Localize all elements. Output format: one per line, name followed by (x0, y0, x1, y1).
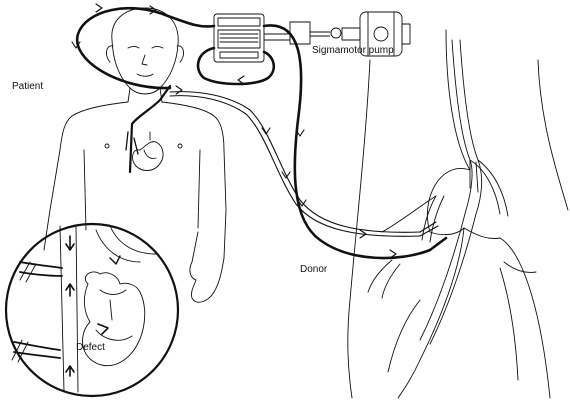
circuit-tubing (71, 3, 448, 260)
patient-label: Patient (12, 81, 44, 92)
sigmamotor-pump (213, 11, 411, 63)
donor-figure (347, 29, 569, 399)
patient-catheters (125, 84, 172, 174)
defect-label: Defect (76, 342, 105, 353)
heart-inset (4, 222, 180, 398)
donor-label: Donor (300, 264, 328, 275)
patient-figure (43, 7, 227, 303)
pump-label: Sigmamotor pump (312, 45, 394, 56)
